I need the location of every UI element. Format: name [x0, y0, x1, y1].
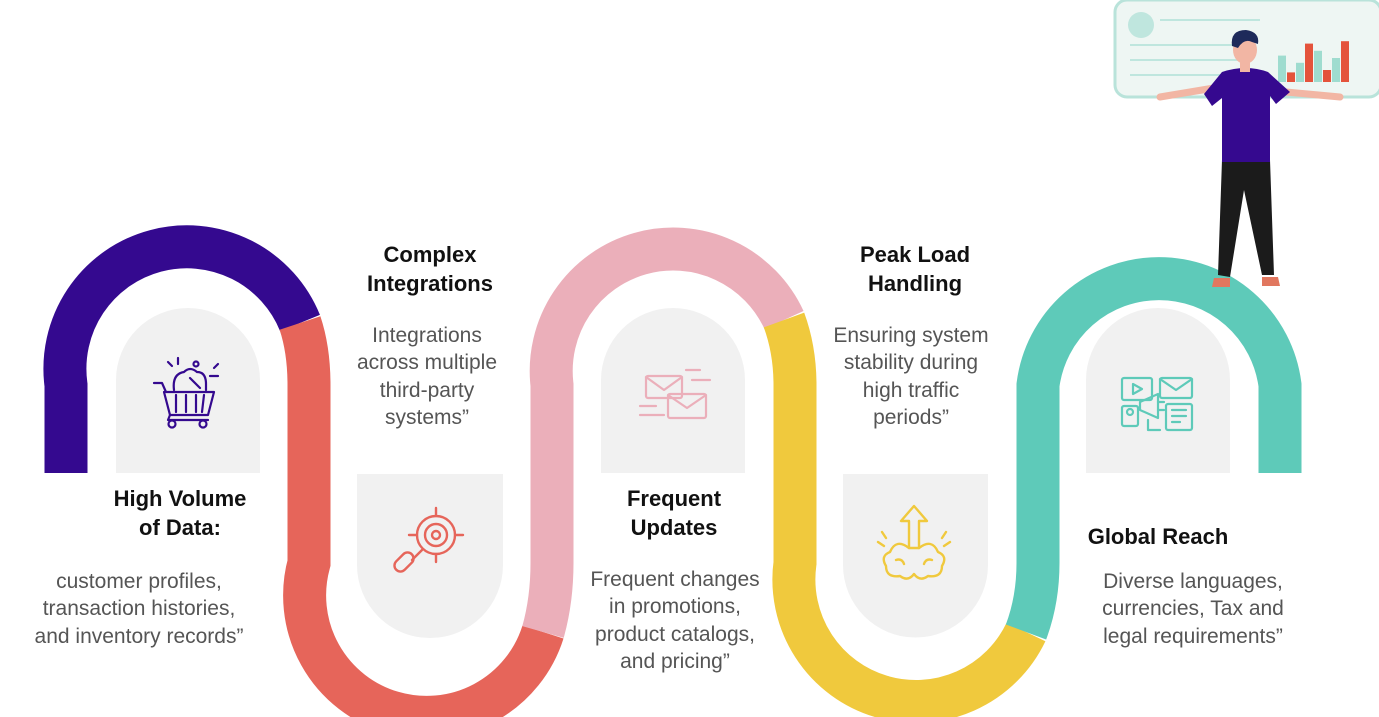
shirt: [1204, 68, 1290, 162]
step-5-title: Global Reach: [1058, 523, 1258, 552]
dashboard-bar: [1296, 62, 1304, 82]
step-5-desc-line: Diverse languages,: [1103, 570, 1283, 593]
step-3-description: Frequent changes in promotions, product …: [560, 566, 790, 675]
step-4-desc-line: Ensuring system: [833, 324, 989, 347]
legs: [1218, 160, 1274, 277]
step-3-title-line1: Frequent: [626, 486, 722, 511]
panels: [116, 308, 1230, 638]
search-target-icon: [393, 506, 465, 573]
step-1-desc-line: transaction histories,: [42, 597, 236, 621]
presenter-dashboard-illustration: [1113, 0, 1379, 287]
step-4-desc-line: periods”: [873, 405, 949, 429]
dashboard-avatar: [1128, 12, 1154, 38]
panel-5: [1086, 308, 1230, 473]
step-5-title-line1: Global Reach: [1087, 524, 1229, 549]
track-step-5: [1005, 257, 1302, 640]
dashboard-bar: [1278, 55, 1286, 82]
step-1-desc-line: and inventory records”: [34, 624, 244, 648]
dashboard-bar: [1323, 70, 1331, 82]
step-3-desc-line: product catalogs,: [595, 622, 755, 646]
track-step-2: [279, 316, 564, 717]
panel-2: [357, 474, 503, 638]
step-4-title: Peak Load Handling: [815, 241, 1015, 298]
neck: [1240, 60, 1250, 72]
step-1-title-line2: of Data:: [139, 514, 221, 540]
arm-right: [1282, 88, 1344, 101]
dashboard-bar: [1287, 72, 1295, 82]
step-2-desc-line: third-party: [379, 378, 475, 402]
step-2-desc-line: Integrations: [372, 324, 482, 347]
step-4-desc-line: high traffic: [862, 378, 960, 402]
step-4-title-line2: Handling: [867, 270, 963, 296]
step-4-desc-line: stability during: [843, 351, 979, 375]
step-2-desc-line: systems”: [385, 405, 469, 429]
brain-growth-icon: [876, 504, 952, 580]
step-1-description: customer profiles, transaction histories…: [4, 568, 274, 650]
arm-left: [1156, 84, 1218, 101]
dashboard-bar: [1314, 50, 1322, 82]
dashboard-bar: [1341, 41, 1349, 82]
step-5-desc-line: legal requirements”: [1103, 624, 1283, 648]
step-2-title-line2: Integrations: [367, 270, 493, 296]
step-3-desc-line: in promotions,: [609, 595, 741, 619]
email-icon: [638, 368, 712, 420]
step-5-desc-line: currencies, Tax and: [1102, 597, 1284, 621]
snake-track: [43, 225, 1302, 717]
shopping-cart-icon: [152, 356, 220, 429]
step-2-title: Complex Integrations: [330, 241, 530, 298]
dashboard-bar: [1332, 58, 1340, 82]
panel-3: [601, 308, 745, 473]
step-5-description: Diverse languages, currencies, Tax and l…: [1064, 568, 1322, 650]
step-3-title: Frequent Updates: [574, 485, 774, 542]
step-3-desc-line: Frequent changes: [590, 568, 760, 591]
multimedia-icon: [1120, 376, 1194, 432]
panel-4: [843, 474, 988, 638]
step-3-desc-line: and pricing”: [620, 649, 730, 673]
step-2-description: Integrations across multiple third-party…: [316, 322, 538, 431]
step-2-desc-line: across multiple: [356, 351, 498, 375]
step-1-desc-line: customer profiles,: [56, 570, 222, 593]
hair: [1231, 30, 1259, 48]
step-1-title-line1: High Volume: [113, 486, 247, 511]
track-step-4: [763, 312, 1046, 717]
step-4-title-line1: Peak Load: [859, 242, 971, 267]
dashboard-bars: [1278, 41, 1349, 82]
step-3-title-line2: Updates: [630, 514, 718, 540]
shoes: [1212, 277, 1280, 287]
panel-1: [116, 308, 260, 473]
track-step-1: [43, 225, 320, 473]
step-1-title: High Volume of Data:: [80, 485, 280, 542]
step-2-title-line1: Complex: [383, 242, 477, 267]
dashboard-bar: [1305, 43, 1313, 82]
step-4-description: Ensuring system stability during high tr…: [800, 322, 1022, 431]
track-step-3: [522, 227, 804, 638]
